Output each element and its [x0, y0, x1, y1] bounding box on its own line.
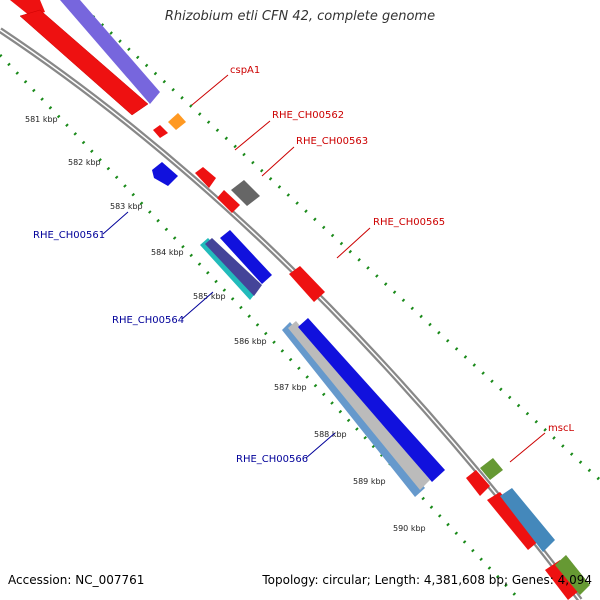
- gene-forward-green-bottom: [555, 555, 590, 595]
- leader-RHE_CH00564: [181, 291, 214, 320]
- gene-cspA1: [168, 113, 186, 130]
- leader-RHE_CH00565: [336, 227, 371, 259]
- tick-label-587: 587 kbp: [274, 383, 307, 392]
- tick-label-586: 586 kbp: [234, 337, 267, 346]
- leader-mscL: [509, 432, 546, 463]
- forward-strand-genes: [60, 0, 590, 595]
- gene-forward-red-lower: [466, 470, 490, 496]
- leader-RHE_CH00563: [261, 146, 295, 177]
- gene-forward-purple: [60, 0, 160, 104]
- gene-RHE_CH00562-b: [217, 190, 240, 213]
- reverse-strand-genes: [10, 0, 580, 600]
- gene-RHE_CH00566-light: [282, 322, 425, 497]
- label-mscL: mscL: [548, 423, 574, 434]
- topology-text: Topology: circular; Length: 4,381,608 bp…: [262, 573, 592, 587]
- gene-RHE_CH00562: [195, 167, 216, 188]
- leader-RHE_CH00561: [102, 211, 129, 235]
- gene-labels: cspA1 RHE_CH00562 RHE_CH00563 RHE_CH0056…: [33, 65, 574, 465]
- gene-RHE_CH00565: [289, 266, 325, 302]
- tick-label-582: 582 kbp: [68, 158, 101, 167]
- label-cspA1: cspA1: [230, 65, 260, 76]
- label-leaders: [102, 74, 546, 463]
- gene-RHE_CH00564-outline: [205, 238, 262, 296]
- gene-reverse-red-bottom: [545, 560, 580, 600]
- outer-dotted-guide: [73, 0, 600, 482]
- tick-labels: 581 kbp 582 kbp 583 kbp 584 kbp 585 kbp …: [25, 115, 426, 533]
- gene-RHE_CH00563: [231, 180, 260, 206]
- accession-text: Accession: NC_007761: [8, 573, 145, 587]
- tick-label-590: 590 kbp: [393, 524, 426, 533]
- gene-reverse-red-large: [19, 9, 149, 116]
- inner-dotted-guide: [0, 53, 522, 600]
- gene-RHE_CH00564: [220, 230, 272, 284]
- gene-reverse-small: [153, 125, 168, 138]
- leader-RHE_CH00562: [234, 120, 271, 151]
- tick-label-589: 589 kbp: [353, 477, 386, 486]
- tick-label-588: 588 kbp: [314, 430, 347, 439]
- tick-label-585: 585 kbp: [193, 292, 226, 301]
- gene-RHE_CH00561: [152, 162, 178, 186]
- leader-cspA1: [191, 74, 229, 106]
- leader-RHE_CH00566: [305, 432, 336, 459]
- gene-forward-blue-lower: [500, 488, 555, 552]
- gene-reverse-red-lower: [487, 492, 540, 550]
- label-RHE_CH00561: RHE_CH00561: [33, 230, 105, 241]
- label-RHE_CH00566: RHE_CH00566: [236, 454, 308, 465]
- map-title: Rhizobium etli CFN 42, complete genome: [164, 9, 436, 24]
- gene-mscL: [480, 458, 503, 480]
- label-RHE_CH00562: RHE_CH00562: [272, 110, 344, 121]
- label-RHE_CH00563: RHE_CH00563: [296, 136, 368, 147]
- label-RHE_CH00565: RHE_CH00565: [373, 217, 445, 228]
- tick-label-581: 581 kbp: [25, 115, 58, 124]
- gene-RHE_CH00566-grey: [288, 321, 430, 490]
- gene-RHE_CH00566: [298, 318, 445, 482]
- label-RHE_CH00564: RHE_CH00564: [112, 315, 184, 326]
- tick-label-583: 583 kbp: [110, 202, 143, 211]
- tick-label-584: 584 kbp: [151, 248, 184, 257]
